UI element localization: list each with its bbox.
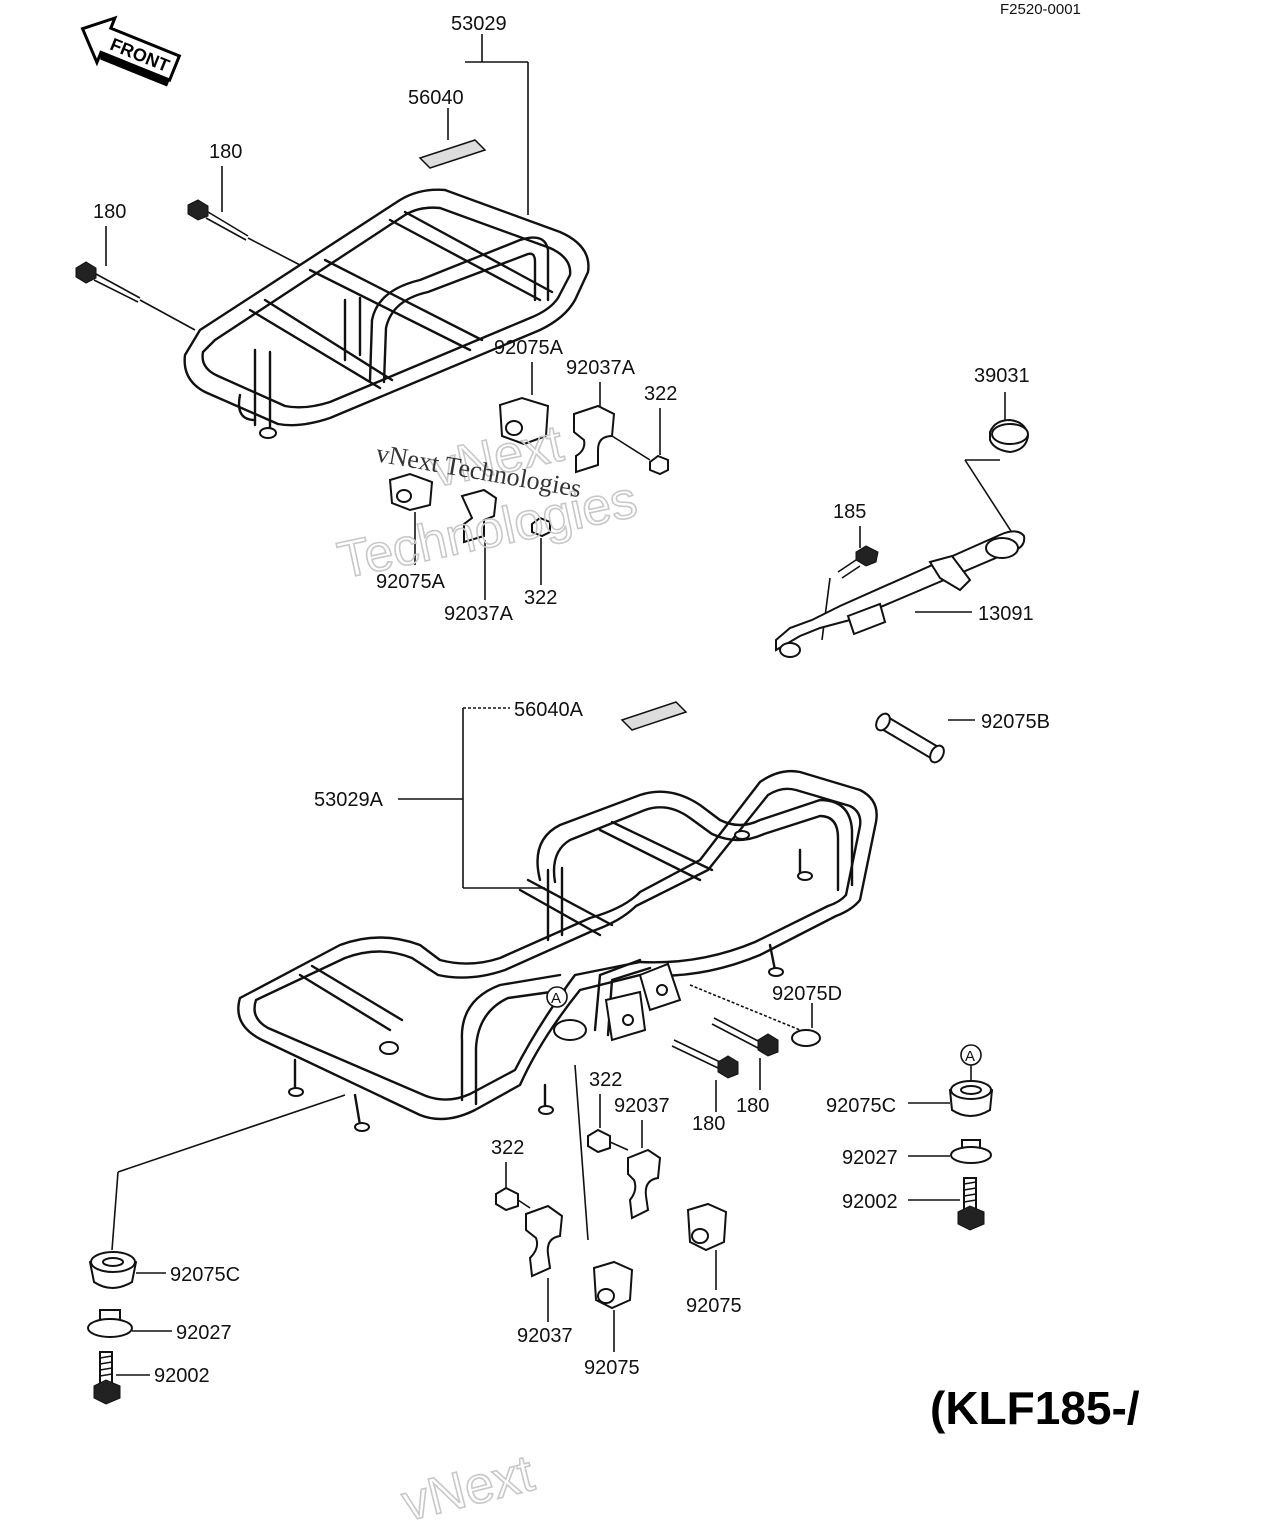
bushing-92075-left bbox=[592, 1260, 634, 1310]
label-180-upper-b: 180 bbox=[93, 201, 126, 223]
decal-56040A bbox=[620, 701, 688, 731]
rear-carrier bbox=[237, 769, 878, 1132]
pipe-92075B bbox=[875, 712, 945, 764]
svg-text:A: A bbox=[551, 990, 561, 1007]
label-322-lower: 322 bbox=[524, 587, 557, 609]
label-180-upper-a: 180 bbox=[209, 141, 242, 163]
label-322-left: 322 bbox=[491, 1137, 524, 1159]
svg-text:A: A bbox=[965, 1048, 975, 1065]
label-92027-left: 92027 bbox=[176, 1322, 232, 1344]
marker-A-carrier: A bbox=[546, 986, 568, 1008]
label-92075A-upper: 92075A bbox=[494, 337, 564, 359]
label-92037A-upper: 92037A bbox=[566, 357, 636, 379]
label-180-lower-a: 180 bbox=[736, 1095, 769, 1117]
clamp-92037A-a bbox=[573, 404, 616, 474]
label-322-upper: 322 bbox=[644, 383, 677, 405]
label-53029A: 53029A bbox=[314, 789, 384, 811]
decal-56040 bbox=[418, 139, 487, 169]
label-56040: 56040 bbox=[408, 87, 464, 109]
bolt-180-c bbox=[711, 1017, 779, 1057]
label-56040A: 56040A bbox=[514, 699, 584, 721]
reference-code: F2520-0001 bbox=[1000, 1, 1081, 18]
grommet-92075C-left bbox=[88, 1251, 138, 1289]
bolt-185 bbox=[837, 545, 879, 579]
label-92075C-right: 92075C bbox=[826, 1095, 896, 1117]
label-39031: 39031 bbox=[974, 365, 1030, 387]
label-92075C-left: 92075C bbox=[170, 1264, 240, 1286]
bolt-92002-left bbox=[93, 1351, 121, 1405]
label-92075-right: 92075 bbox=[686, 1295, 742, 1317]
clamp-92037-right bbox=[627, 1148, 662, 1220]
front-arrow-icon: FRONT bbox=[80, 15, 182, 87]
bolt-180-b bbox=[75, 261, 196, 331]
label-53029: 53029 bbox=[451, 13, 507, 35]
label-92075-left: 92075 bbox=[584, 1357, 640, 1379]
label-92075B: 92075B bbox=[981, 711, 1050, 733]
label-322-right: 322 bbox=[589, 1069, 622, 1091]
label-185: 185 bbox=[833, 501, 866, 523]
watermark-bottom: vNext bbox=[396, 1443, 541, 1533]
bolt-92002-right bbox=[957, 1177, 985, 1231]
bolt-180-a bbox=[187, 199, 301, 266]
pad-92075D bbox=[791, 1029, 821, 1047]
cap-39031 bbox=[989, 418, 1030, 454]
label-92027-right: 92027 bbox=[842, 1147, 898, 1169]
bushing-92075A-a bbox=[498, 396, 550, 446]
label-92002-left: 92002 bbox=[154, 1365, 210, 1387]
grommet-92075C-right bbox=[948, 1080, 994, 1117]
nut-322-c bbox=[587, 1128, 611, 1154]
label-92037A-lower: 92037A bbox=[444, 603, 514, 625]
clamp-92037A-b bbox=[460, 488, 498, 544]
label-92037-left: 92037 bbox=[517, 1325, 573, 1347]
front-carrier bbox=[183, 188, 590, 439]
nut-322-b bbox=[531, 516, 551, 538]
bolt-180-d bbox=[671, 1039, 739, 1079]
nut-322-a bbox=[649, 454, 669, 476]
tow-bar-13091 bbox=[775, 530, 1026, 658]
bushing-92075-right bbox=[686, 1202, 728, 1252]
label-13091: 13091 bbox=[978, 603, 1034, 625]
svg-text:vNext: vNext bbox=[396, 1444, 540, 1533]
collar-92027-right bbox=[950, 1139, 992, 1164]
marker-A-right: A bbox=[960, 1044, 982, 1066]
label-92002-right: 92002 bbox=[842, 1191, 898, 1213]
clamp-92037-left bbox=[525, 1204, 564, 1278]
label-92037-right: 92037 bbox=[614, 1095, 670, 1117]
label-180-lower-b: 180 bbox=[692, 1113, 725, 1135]
model-label: (KLF185-/ bbox=[930, 1382, 1140, 1434]
label-92075D: 92075D bbox=[772, 983, 842, 1005]
label-92075A-lower: 92075A bbox=[376, 571, 446, 593]
collar-92027-left bbox=[87, 1309, 133, 1338]
bushing-92075A-b bbox=[388, 472, 434, 512]
nut-322-d bbox=[495, 1186, 519, 1212]
